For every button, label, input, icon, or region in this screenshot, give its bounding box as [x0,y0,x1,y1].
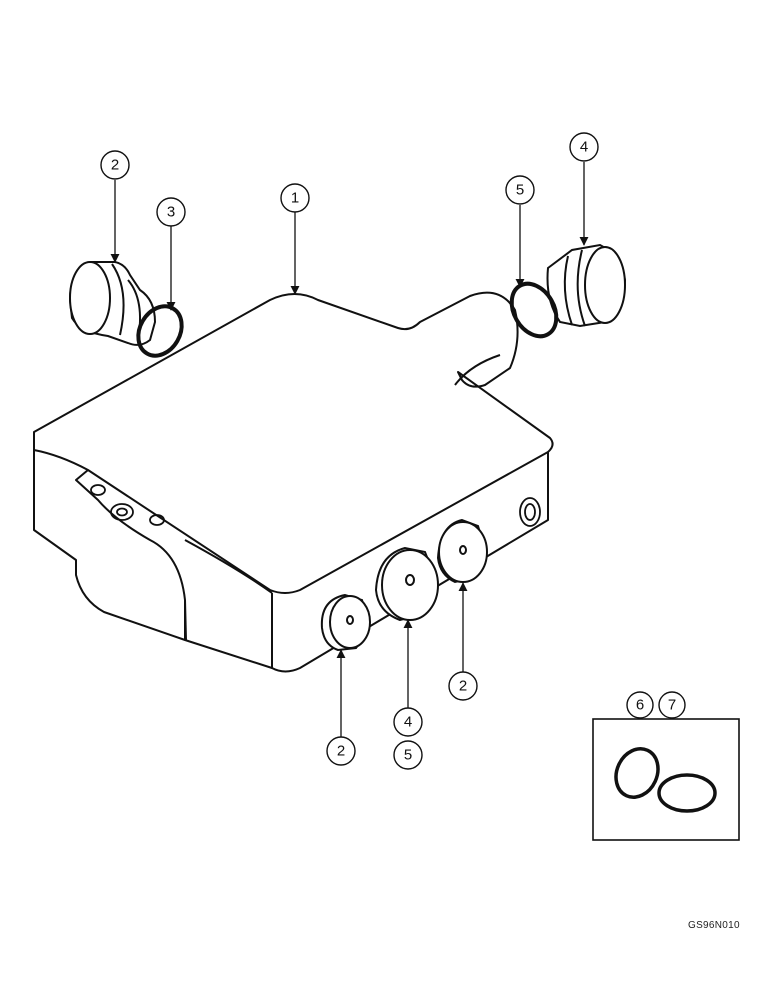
inset-o-ring-small [614,747,660,799]
plug-small-left [320,593,371,652]
valve-body-right-face [271,452,549,673]
callout-3-top-left: 3 [167,204,175,221]
callout-1-top: 1 [291,190,299,207]
inset-o-ring-large [657,773,717,813]
side-plugs [320,518,488,652]
valve-body-front-face [33,450,186,641]
left-plug [68,261,157,346]
callout-2-bottom-right: 2 [459,678,467,695]
callout-circles [100,132,686,770]
plug-large-middle [374,546,439,622]
front-face-ports [90,484,165,526]
callout-5-top-right: 5 [516,182,524,199]
valve-body [33,291,554,673]
callout-7-inset: 7 [668,697,676,714]
figure-reference-code: GS96N010 [688,920,740,931]
callout-4-top-right: 4 [580,139,588,156]
seal-kit-inset [592,718,740,841]
callout-labels: 2 3 1 5 4 2 4 5 2 6 7 [111,139,676,764]
plug-small-right [436,518,488,584]
right-plug [546,243,627,328]
callout-5-bottom-mid: 5 [404,747,412,764]
callout-6-inset: 6 [636,697,644,714]
callout-2-top-left: 2 [111,157,119,174]
valve-body-neck [454,354,501,386]
leader-lines [110,162,589,737]
callout-4-bottom-mid: 4 [404,714,412,731]
callout-2-bottom-left: 2 [337,743,345,760]
side-port [519,497,541,527]
valve-body-top-face [33,291,554,594]
